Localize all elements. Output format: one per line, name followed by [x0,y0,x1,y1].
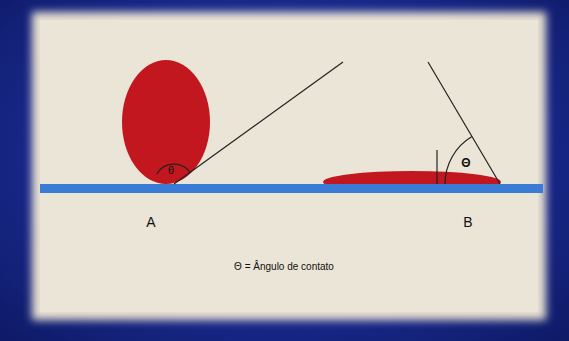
drop-a [122,60,210,184]
surface [40,184,543,193]
angle-symbol: θ [168,165,174,176]
drop-letter: A [146,215,155,229]
reference-line [436,150,437,184]
tangent-line [174,62,343,184]
angle-symbol: Θ [461,157,470,169]
angle-arc [445,137,472,184]
tangent-line [428,62,500,184]
drop-letter: B [463,215,472,229]
legend-note: Θ = Ângulo de contato [234,262,334,272]
panel-inner [40,20,538,312]
panel [32,12,546,320]
